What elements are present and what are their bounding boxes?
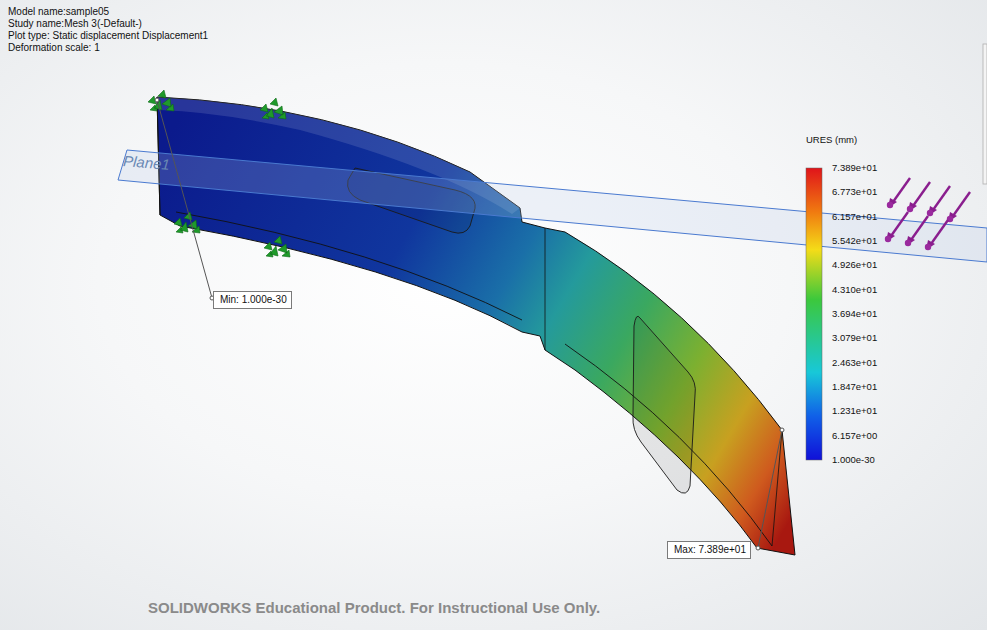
scale-value: 7.389e+01: [832, 162, 877, 173]
fixture-symbol: [148, 90, 174, 111]
load-arrow: [925, 220, 948, 250]
beam-edge: [772, 430, 782, 546]
plot-info: Study name:Mesh 3(-Default-): [8, 18, 142, 29]
color-bar: [806, 168, 822, 460]
load-arrow: [905, 216, 928, 246]
scale-value: 4.926e+01: [832, 259, 877, 270]
scale-value: 6.157e+00: [832, 430, 877, 441]
plot-info: Plot type: Static displacement Displacem…: [8, 30, 208, 41]
leader-line: [157, 100, 212, 298]
ui-panel-edge: [983, 44, 987, 184]
load-arrow: [885, 212, 908, 242]
watermark: SOLIDWORKS Educational Product. For Inst…: [148, 599, 600, 616]
scale-value: 2.463e+01: [832, 357, 877, 368]
fixture-symbol: [264, 236, 290, 257]
scale-value: 1.000e-30: [832, 454, 875, 465]
beam-edge: [176, 212, 522, 320]
plane-name: Plane1: [123, 152, 171, 173]
callout-text: Min: 1.000e-30: [220, 293, 285, 307]
scale-value: 1.231e+01: [832, 405, 877, 416]
scale-value: 5.542e+01: [832, 235, 877, 246]
reference-plane: [118, 150, 987, 262]
scale-value: 6.773e+01: [832, 186, 877, 197]
load-arrow: [947, 192, 970, 222]
plot-info: Model name:sample05: [8, 6, 109, 17]
scale-value: 1.847e+01: [832, 381, 877, 392]
leader-end: [756, 546, 760, 550]
load-arrow: [887, 178, 910, 208]
plot-info: Deformation scale: 1: [8, 42, 100, 53]
scale-value: 3.694e+01: [832, 308, 877, 319]
callout-text: Max: 7.389e+01: [674, 543, 744, 557]
leader-line: [758, 430, 782, 548]
leader-end: [780, 428, 784, 432]
min-callout: Min: 1.000e-30: [213, 291, 292, 309]
leader-end: [155, 98, 159, 102]
scale-value: 6.157e+01: [832, 211, 877, 222]
load-arrow: [907, 182, 930, 212]
beam-slot: [633, 316, 695, 493]
scale-value: 3.079e+01: [832, 332, 877, 343]
max-callout: Max: 7.389e+01: [667, 541, 751, 559]
beam-edge: [545, 228, 546, 350]
scale-value: 4.310e+01: [832, 284, 877, 295]
load-arrow: [927, 186, 950, 216]
fixture-symbol: [260, 98, 286, 119]
legend-title: URES (mm): [806, 134, 857, 145]
fixture-symbol: [174, 212, 200, 233]
